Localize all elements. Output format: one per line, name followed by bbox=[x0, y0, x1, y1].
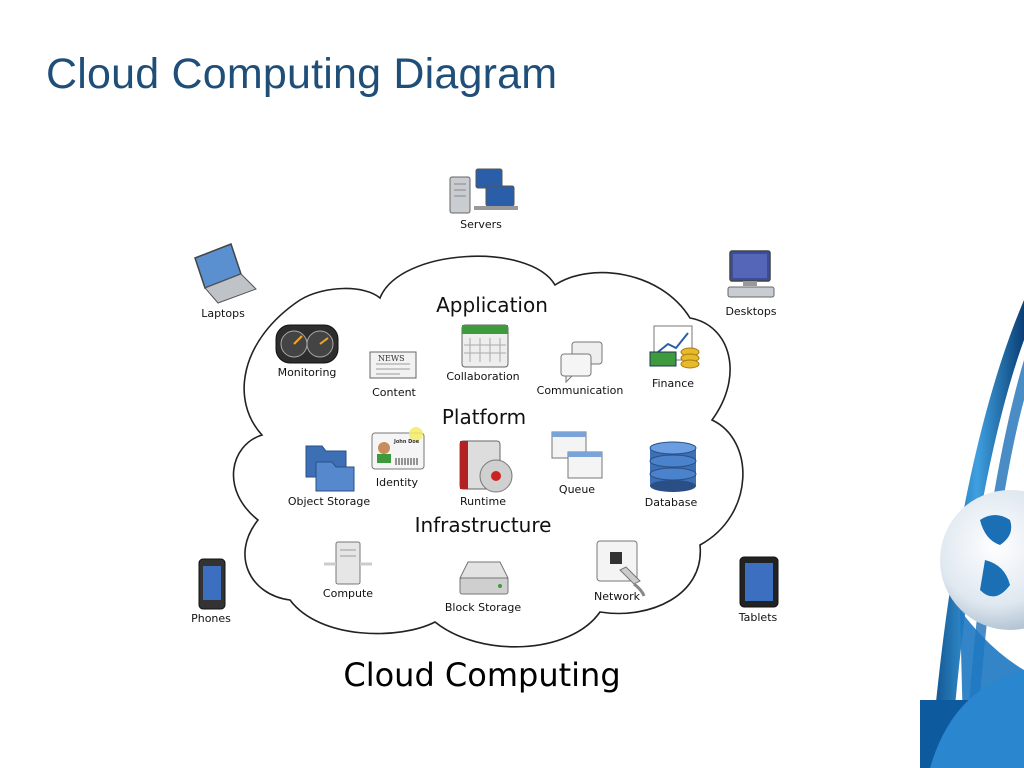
queue-windows-icon bbox=[551, 431, 603, 479]
database-icon bbox=[649, 441, 697, 492]
tablet-icon bbox=[739, 556, 779, 608]
newspaper-icon bbox=[369, 351, 417, 379]
label-collaboration: Collaboration bbox=[446, 370, 520, 383]
id-card-name: John Doe bbox=[393, 439, 420, 445]
hard-drive-icon bbox=[459, 561, 509, 595]
calendar-icon bbox=[461, 324, 509, 368]
servers-icon bbox=[449, 168, 518, 214]
label-content: Content bbox=[372, 386, 416, 399]
label-network: Network bbox=[594, 590, 640, 603]
label-phones: Phones bbox=[191, 612, 231, 625]
label-laptops: Laptops bbox=[201, 307, 245, 320]
label-tablets: Tablets bbox=[738, 611, 778, 624]
section-infrastructure: Infrastructure bbox=[414, 513, 552, 537]
compute-tower-icon bbox=[324, 541, 372, 585]
phone-icon bbox=[198, 558, 226, 610]
label-runtime: Runtime bbox=[460, 495, 506, 508]
section-application: Application bbox=[436, 293, 548, 317]
desktop-icon bbox=[727, 250, 775, 298]
label-identity: Identity bbox=[375, 476, 419, 489]
id-card-icon bbox=[371, 427, 425, 470]
runtime-icon bbox=[459, 440, 513, 493]
network-jack-icon bbox=[596, 540, 646, 597]
label-object-storage: Object Storage bbox=[287, 495, 371, 508]
label-database: Database bbox=[644, 496, 698, 509]
finance-chart-icon bbox=[649, 325, 700, 369]
newspaper-label: NEWS bbox=[378, 354, 405, 363]
laptop-icon bbox=[194, 243, 257, 304]
slide-title: Cloud Computing Diagram bbox=[46, 50, 558, 98]
label-finance: Finance bbox=[651, 377, 695, 390]
label-queue: Queue bbox=[558, 483, 596, 496]
chat-bubbles-icon bbox=[560, 341, 603, 384]
diagram-caption: Cloud Computing bbox=[343, 656, 621, 694]
folder-icon bbox=[305, 445, 355, 492]
label-servers: Servers bbox=[460, 218, 502, 231]
label-desktops: Desktops bbox=[725, 305, 777, 318]
label-monitoring: Monitoring bbox=[277, 366, 337, 379]
label-block-storage: Block Storage bbox=[444, 601, 522, 614]
section-platform: Platform bbox=[441, 405, 527, 429]
label-compute: Compute bbox=[322, 587, 374, 600]
label-communication: Communication bbox=[536, 384, 624, 397]
monitoring-icon bbox=[275, 324, 339, 364]
